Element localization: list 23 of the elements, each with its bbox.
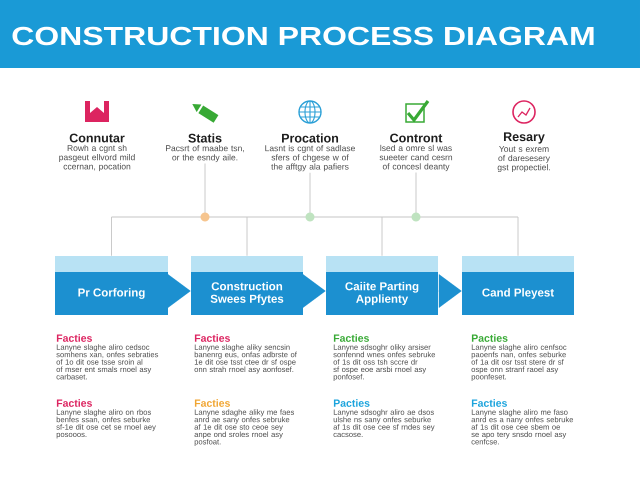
section-heading: Pacties [334,399,370,407]
step-heading: Procation [282,133,338,143]
node-label: Caiite Parting Applienty [345,282,418,306]
section-heading: Facties [56,334,92,342]
title-banner: CONSTRUCTION PROCESS DIAGRAM [0,0,640,68]
step-heading: Connutar [70,134,125,142]
arrow [168,274,191,308]
section-heading: Facties [194,334,230,342]
node-label: Construction Swees Pfytes [210,282,284,306]
section-heading: Facties [472,399,507,407]
step-heading: Contront [390,134,442,142]
arrow [438,274,462,308]
node-label: Pr Corforing [78,288,145,299]
section-heading: Facties [56,399,92,407]
step-heading: Statis [188,133,222,143]
section-heading: Pacties [472,334,508,342]
step-description: Yout s exrem of daresesery gst propectiel. [498,146,550,172]
arrow [302,274,326,308]
step-description: Pacsrt of maabe tsn, or the esndy aile. [166,145,244,162]
section-heading: Facties [194,399,230,407]
section-heading: Facties [334,334,369,342]
step-heading: Resary [504,132,545,144]
step-description: Rowh a cgnt sh pasgeut ellvord mild ccernan, pocation [59,144,135,172]
